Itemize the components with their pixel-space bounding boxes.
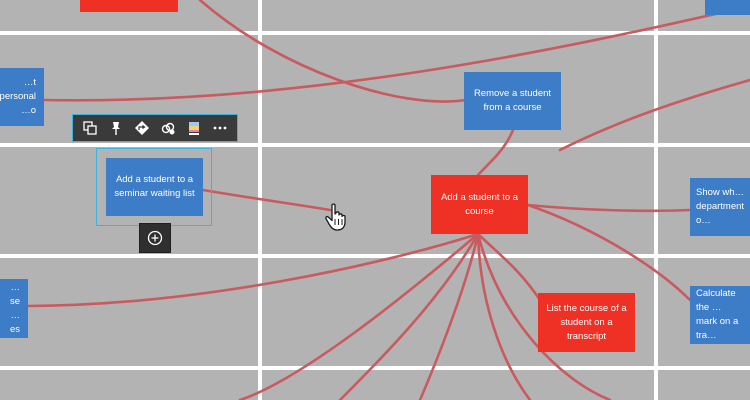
grid-line — [654, 0, 658, 400]
node-personal[interactable]: …t personal …o — [0, 68, 44, 126]
link-line — [238, 232, 480, 400]
link-line — [338, 232, 480, 400]
grid-line — [0, 143, 750, 147]
node-course-es[interactable]: …se …es — [0, 279, 28, 338]
grid-line — [0, 254, 750, 258]
node-add-waiting-list[interactable]: Add a student to a seminar waiting list — [106, 158, 203, 216]
node-label: List the course of a student on a transc… — [546, 302, 627, 342]
node-calculate-mark[interactable]: Calculate the … mark on a tra… — [690, 286, 750, 344]
plus-circle-icon — [147, 230, 163, 246]
link-line — [198, 0, 468, 103]
diamond-arrow-icon[interactable] — [132, 118, 152, 138]
node-remove-student[interactable]: Remove a student from a course — [464, 72, 561, 130]
node-blue-top-right[interactable] — [705, 0, 750, 15]
link-line — [476, 232, 612, 400]
link-line — [526, 203, 692, 302]
link-line — [26, 232, 480, 308]
node-label: …se …es — [9, 281, 20, 335]
more-icon[interactable] — [210, 118, 230, 138]
node-label: Remove a student from a course — [473, 88, 552, 113]
link-icon[interactable] — [158, 118, 178, 138]
node-list-transcript[interactable]: List the course of a student on a transc… — [538, 293, 635, 352]
node-label: Add a student to a seminar waiting list — [114, 174, 195, 199]
hand-pointer-icon — [325, 203, 346, 231]
link-line — [42, 4, 750, 102]
link-line — [476, 232, 542, 302]
node-label: Add a student to a course — [440, 191, 519, 217]
grid-line — [0, 366, 750, 370]
link-line — [418, 232, 480, 400]
link-line — [526, 203, 692, 213]
add-child-node-button[interactable] — [139, 223, 171, 253]
node-show-department[interactable]: Show wh… department o… — [690, 178, 750, 236]
node-label: Show wh… department o… — [696, 187, 745, 226]
pin-icon[interactable] — [106, 118, 126, 138]
node-toolbar — [72, 114, 238, 142]
grid-line — [0, 31, 750, 35]
link-line — [476, 128, 515, 177]
link-line — [558, 78, 750, 152]
link-line — [476, 232, 532, 400]
node-red-top[interactable] — [80, 0, 178, 12]
link-line — [201, 188, 332, 212]
color-swatch-icon[interactable] — [184, 118, 204, 138]
duplicate-icon[interactable] — [80, 118, 100, 138]
node-label: Calculate the … mark on a tra… — [696, 288, 739, 341]
node-label: …t personal …o — [0, 77, 36, 116]
node-add-student-course[interactable]: Add a student to a course — [431, 175, 528, 234]
